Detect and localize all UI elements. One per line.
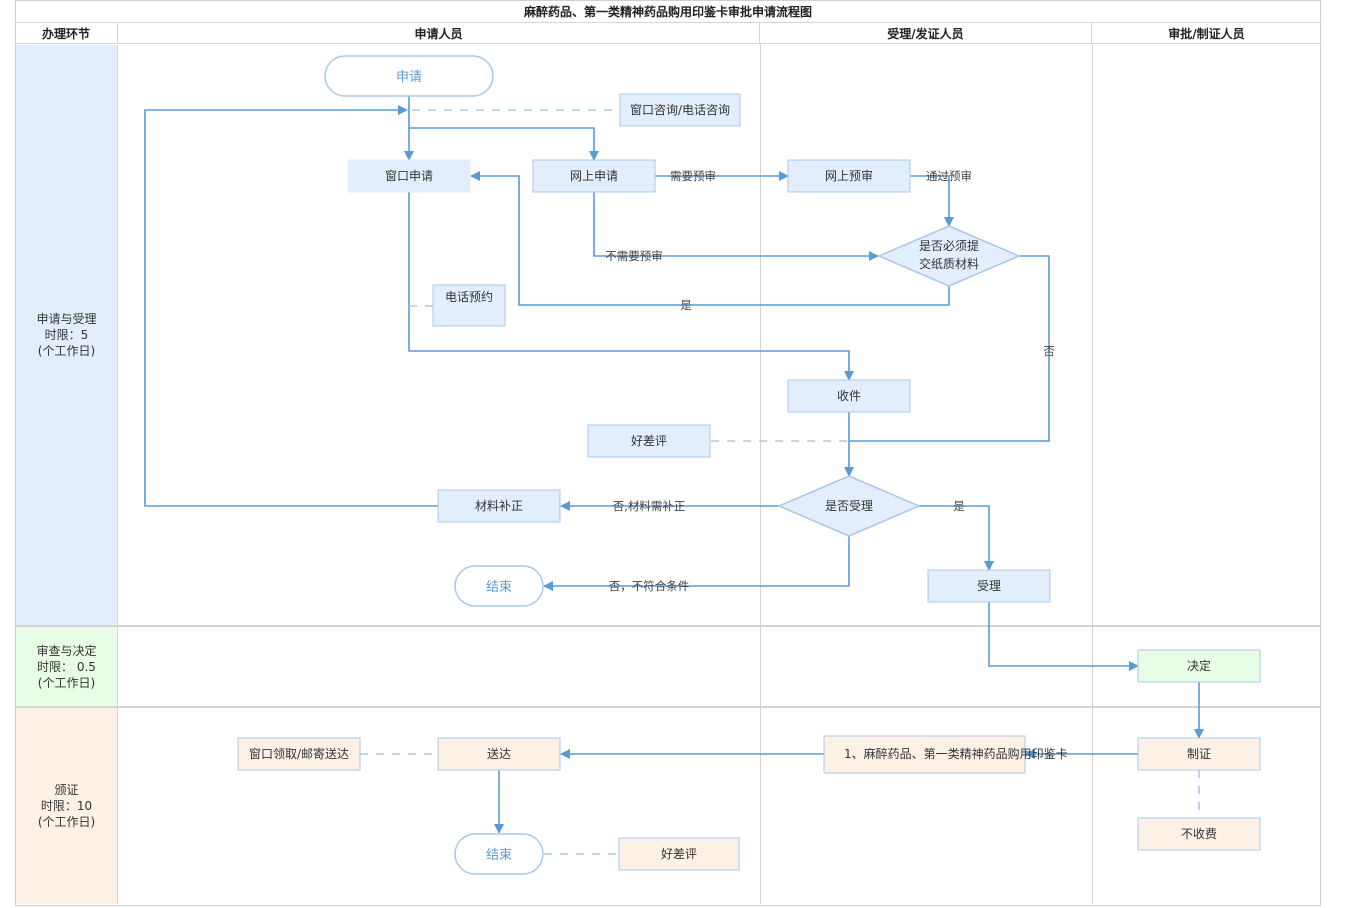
node-rating1-label: 好差评	[631, 434, 667, 448]
flowchart-frame	[15, 0, 1321, 906]
edge-online-no-precheck	[593, 192, 879, 261]
node-end2-label: 结束	[486, 848, 512, 863]
lane-review-decide: 审查与决定 时限： 0.5 (个工作日)	[16, 627, 118, 706]
node-make-cert-label: 制证	[1187, 747, 1211, 761]
lane-issue-cert: 颁证 时限：10 (个工作日)	[16, 708, 118, 904]
edge-paper-yes-to-window	[470, 171, 950, 306]
column-divider-approver	[1092, 44, 1093, 904]
lane-divider-1	[16, 625, 1320, 627]
node-cert-item: 1、麻醉药品、第一类精神药品购用印鉴卡	[823, 735, 1068, 774]
node-online-precheck: 网上预审	[787, 159, 911, 193]
column-header-stage: 办理环节	[15, 23, 118, 44]
node-phone-booking-label: 电话预约	[445, 289, 493, 304]
node-accept: 受理	[927, 569, 1051, 603]
node-accept-label: 受理	[977, 579, 1001, 593]
node-accept-decision: 是否受理	[777, 475, 921, 537]
chart-title: 麻醉药品、第一类精神药品购用印鉴卡审批申请流程图	[15, 1, 1321, 23]
edge-decision-to-end	[543, 536, 850, 591]
node-no-fee: 不收费	[1137, 817, 1261, 851]
label-no-paper: 否	[1043, 344, 1055, 358]
node-decide-label: 决定	[1187, 658, 1211, 673]
node-make-cert: 制证	[1137, 737, 1261, 771]
node-end1: 结束	[454, 565, 544, 607]
node-receive: 收件	[787, 379, 911, 413]
node-supplement: 材料补正	[437, 489, 561, 523]
label-yes-accept: 是	[953, 499, 965, 513]
node-phone-booking: 电话预约	[432, 284, 506, 327]
node-window-apply: 窗口申请	[347, 159, 471, 193]
node-start: 申请	[324, 55, 494, 97]
node-consult-label: 窗口咨询/电话咨询	[630, 102, 730, 117]
label-yes-paper: 是	[680, 298, 692, 312]
node-must-paper-decision: 是否必须提 交纸质材料	[877, 225, 1021, 287]
node-decide: 决定	[1137, 649, 1261, 683]
label-no-supplement: 否,材料需补正	[613, 499, 686, 513]
column-divider-acceptor	[760, 44, 761, 904]
node-rating2-label: 好差评	[661, 847, 697, 861]
node-pickup: 窗口领取/邮寄送达	[237, 737, 361, 771]
node-accept-decision-label: 是否受理	[825, 499, 873, 513]
edge-start-to-online-apply	[409, 127, 599, 161]
column-header-approver: 审批/制证人员	[1092, 23, 1321, 44]
node-online-apply-label: 网上申请	[570, 169, 618, 183]
edge-decision-to-accept	[919, 505, 994, 571]
node-end2: 结束	[454, 833, 544, 875]
node-receive-label: 收件	[837, 389, 861, 403]
edge-window-to-receive	[408, 192, 854, 381]
node-online-apply: 网上申请	[532, 159, 656, 193]
label-no-precheck: 不需要预审	[605, 249, 663, 263]
node-window-apply-label: 窗口申请	[385, 169, 433, 183]
column-header-acceptor: 受理/发证人员	[760, 23, 1092, 44]
node-must-paper-line2: 交纸质材料	[919, 256, 979, 271]
node-start-label: 申请	[396, 70, 422, 85]
lane-apply-accept: 申请与受理 时限：5 (个工作日)	[16, 45, 118, 625]
label-need-precheck: 需要预审	[670, 169, 716, 183]
edge-precheck-to-paper-decision	[910, 175, 954, 227]
edge-paper-no	[849, 255, 1050, 442]
label-no-unqualified: 否，不符合条件	[609, 579, 690, 593]
node-cert-item-label: 1、麻醉药品、第一类精神药品购用印鉴卡	[844, 746, 1068, 761]
node-deliver: 送达	[437, 737, 561, 771]
node-end1-label: 结束	[486, 580, 512, 595]
column-header-applicant: 申请人员	[118, 23, 760, 44]
label-pass-precheck: 通过预审	[926, 169, 972, 183]
node-rating1: 好差评	[587, 424, 711, 458]
node-consult: 窗口咨询/电话咨询	[619, 93, 741, 127]
node-must-paper-line1: 是否必须提	[919, 238, 979, 253]
node-pickup-label: 窗口领取/邮寄送达	[249, 746, 349, 761]
node-deliver-label: 送达	[487, 746, 511, 761]
edge-accept-to-decide	[988, 602, 1139, 671]
node-rating2: 好差评	[618, 837, 740, 871]
edge-supplement-loop	[144, 105, 438, 507]
node-online-precheck-label: 网上预审	[825, 168, 873, 183]
node-no-fee-label: 不收费	[1181, 827, 1217, 841]
lane-divider-2	[16, 706, 1320, 708]
node-supplement-label: 材料补正	[475, 499, 523, 513]
